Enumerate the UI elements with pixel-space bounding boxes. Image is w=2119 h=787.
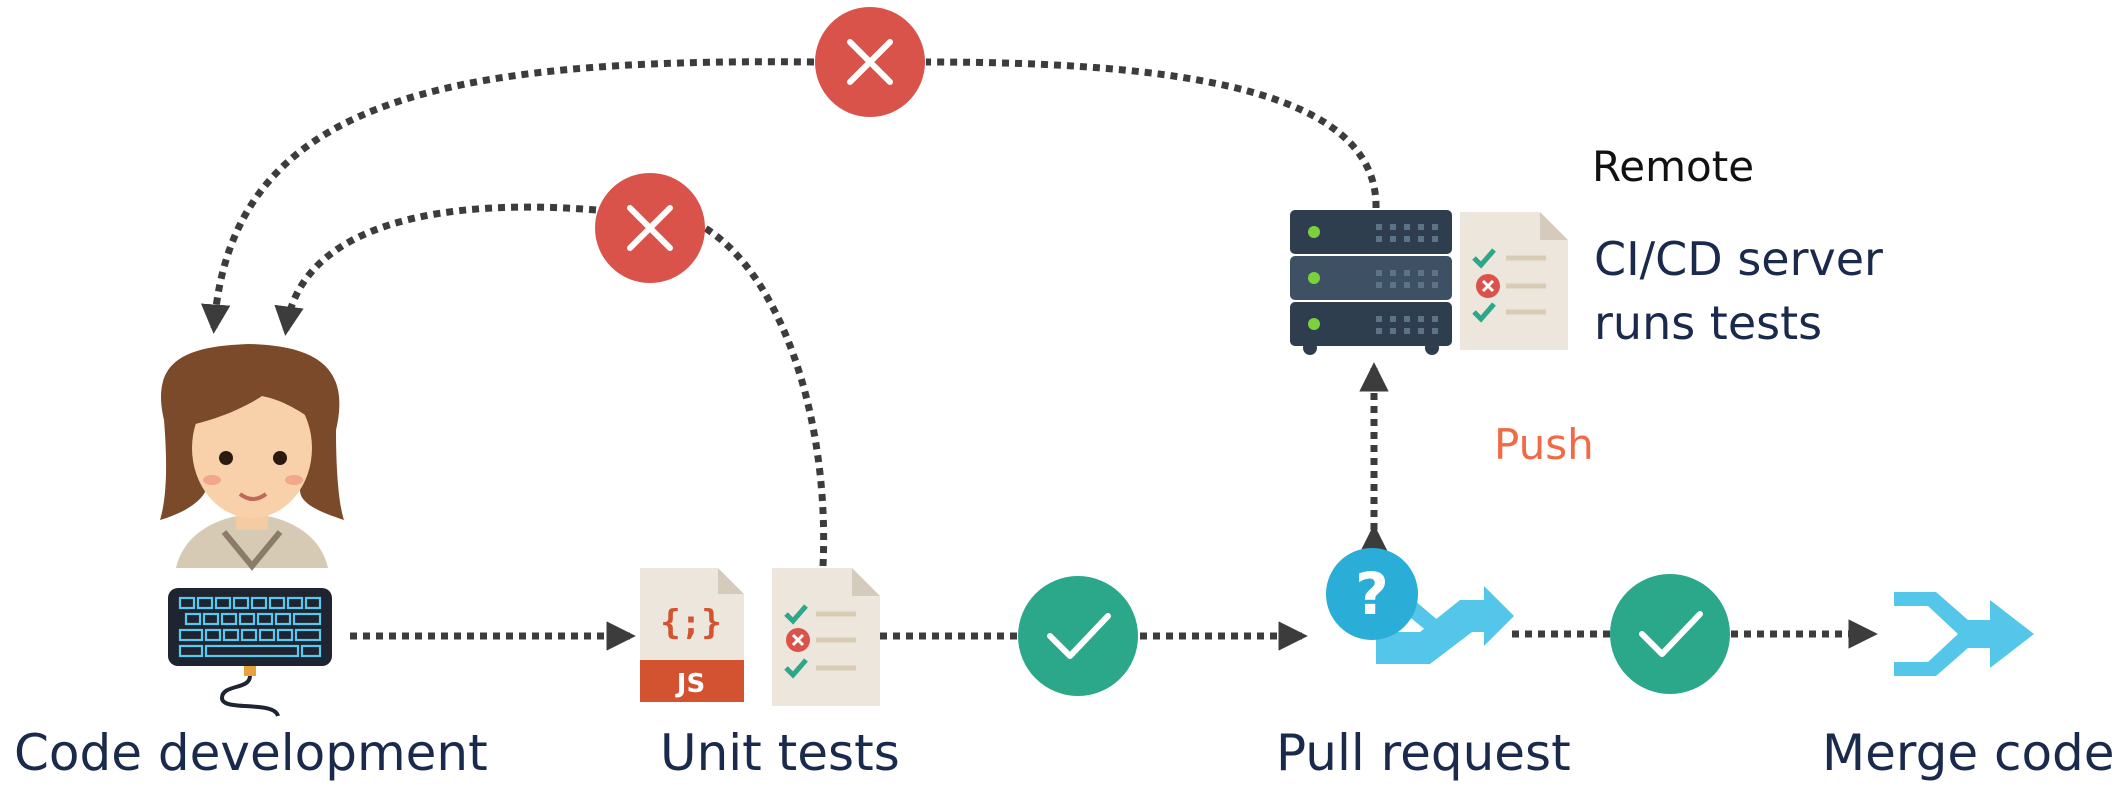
js-file-braces: {;} [660, 603, 721, 643]
server-test-report-icon [1460, 212, 1568, 350]
pass-check-icon [1018, 576, 1138, 696]
push-label: Push [1494, 420, 1594, 469]
pass-check-merge-icon [1610, 574, 1730, 694]
stage-label-pull-request: Pull request [1276, 724, 1571, 782]
fail-cross-unit-tests-icon [595, 173, 705, 283]
connector-unit-tests-fail-loop [688, 216, 828, 567]
keyboard-icon [168, 588, 332, 718]
server-rack-icon [1290, 210, 1452, 355]
connector-server-fail-loop [925, 58, 1380, 209]
pull-request-icon: ? [1326, 548, 1514, 664]
stage-label-code-development: Code development [14, 724, 488, 782]
developer-avatar-icon [160, 344, 344, 571]
connector-fail-to-developer-outer [201, 58, 815, 334]
merge-icon [1894, 592, 2034, 676]
test-report-icon [772, 568, 880, 706]
fail-cross-server-icon [815, 7, 925, 117]
connectors [201, 58, 1878, 651]
remote-title: Remote [1592, 142, 1755, 191]
runs-tests-label: runs tests [1594, 296, 1823, 350]
connector-fail-to-developer-inner [274, 203, 597, 336]
question-mark: ? [1355, 560, 1389, 628]
js-file-icon: {;} JS [640, 568, 744, 702]
ci-cd-server-label: CI/CD server [1594, 232, 1883, 286]
js-file-extension: JS [675, 669, 705, 699]
stage-label-unit-tests: Unit tests [660, 724, 900, 782]
stage-label-merge-code: Merge code [1822, 724, 2115, 782]
